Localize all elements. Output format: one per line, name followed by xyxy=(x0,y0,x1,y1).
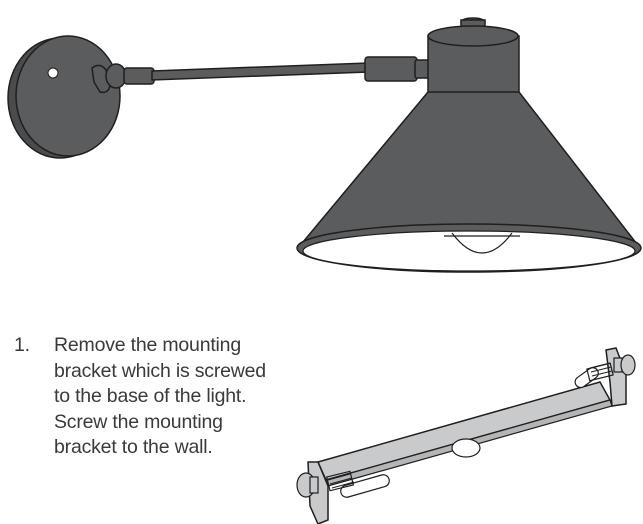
right-screw xyxy=(586,354,636,382)
wall-plate xyxy=(7,35,121,159)
instruction-step: 1. Remove the mounting bracket which is … xyxy=(14,333,276,461)
mounting-bracket-illustration xyxy=(296,347,636,524)
left-screw xyxy=(296,470,355,498)
mounting-bracket xyxy=(296,347,636,524)
arm-rod xyxy=(151,56,432,82)
joint-knuckle xyxy=(91,63,155,94)
wall-lamp-illustration xyxy=(7,17,642,273)
lamp-shade xyxy=(296,17,642,273)
step-text: Remove the mounting bracket which is scr… xyxy=(54,334,266,458)
step-number: 1. xyxy=(14,334,30,356)
